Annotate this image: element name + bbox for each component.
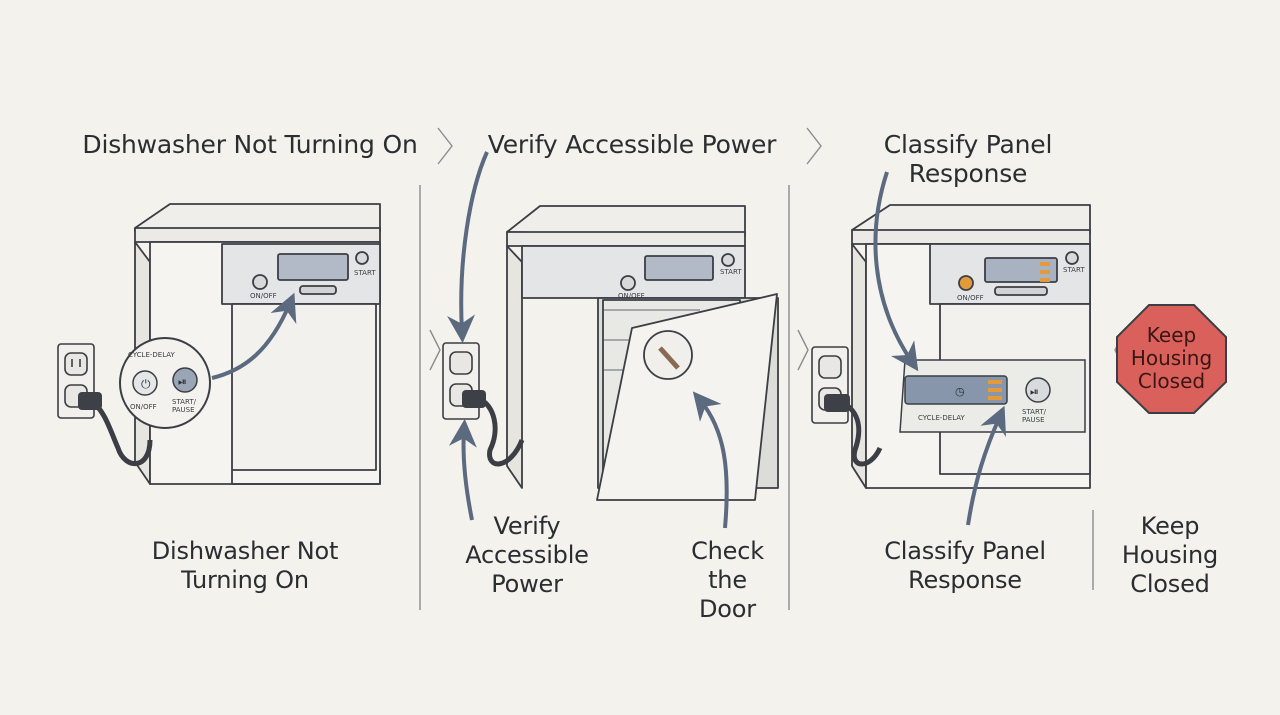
- power-icon: ⏻: [141, 377, 151, 391]
- control-callout-1: ⏻ ⏯: [119, 337, 211, 429]
- play-pause-icon-3: ⏯: [1030, 385, 1039, 398]
- plug-2: [462, 390, 486, 408]
- control-panel-callout-3: [899, 359, 1086, 433]
- step3-title: Classify Panel Response: [883, 130, 1053, 188]
- dw1-start-label: START: [354, 269, 376, 277]
- stop-sign: [1116, 304, 1227, 414]
- dw2-onoff-label: ON/OFF: [618, 292, 645, 300]
- step3-caption: Classify Panel Response: [884, 537, 1046, 594]
- play-pause-icon: ⏯: [178, 375, 187, 388]
- arrow-callout-to-panel: [211, 292, 297, 380]
- callout1-start: START/PAUSE: [172, 398, 197, 414]
- callout3-start: START/PAUSE: [1022, 408, 1047, 424]
- stop-sign-text: Keep Housing Closed: [1130, 323, 1213, 393]
- arrow-caption-to-outlet: [448, 418, 477, 521]
- dw1-onoff-label: ON/OFF: [250, 292, 277, 300]
- clock-icon: ◷: [955, 385, 965, 398]
- plug-3: [824, 394, 850, 412]
- plug-1: [78, 392, 102, 410]
- arrow-door-check: [692, 391, 729, 529]
- chevron-small-1: [429, 329, 441, 371]
- step2-caption: Verify Accessible Power: [465, 512, 589, 598]
- arrow-caption-to-panel: [966, 405, 1007, 526]
- arrow-title-to-panel: [873, 171, 919, 372]
- step1-caption: Dishwasher Not Turning On: [151, 537, 339, 594]
- callout1-onoff: ON/OFF: [130, 403, 157, 411]
- power-cord-2: [476, 395, 525, 467]
- dishwasher-3: [851, 204, 1091, 489]
- chevron-1: [437, 127, 453, 165]
- callout3-cycle-delay: CYCLE-DELAY: [918, 414, 966, 422]
- callout1-cycle-delay: CYCLE-DELAY: [128, 351, 176, 359]
- dw3-start-label: START: [1063, 266, 1085, 274]
- step1-title: Dishwasher Not Turning On: [82, 130, 418, 159]
- chevron-small-2: [797, 329, 809, 371]
- arrow-title-to-outlet: [447, 151, 489, 344]
- door-check-caption: Check the Door: [691, 537, 764, 623]
- dw2-start-label: START: [720, 268, 742, 276]
- chevron-2: [806, 127, 822, 165]
- power-cord-1: [88, 397, 153, 467]
- step2-title: Verify Accessible Power: [487, 130, 777, 159]
- power-cord-3: [840, 399, 883, 467]
- led-indicators: [1040, 262, 1050, 282]
- step-separators: [419, 127, 1126, 610]
- dw3-onoff-label: ON/OFF: [957, 294, 984, 302]
- step4-caption: Keep Housing Closed: [1121, 512, 1219, 598]
- dishwasher-2: [506, 205, 779, 501]
